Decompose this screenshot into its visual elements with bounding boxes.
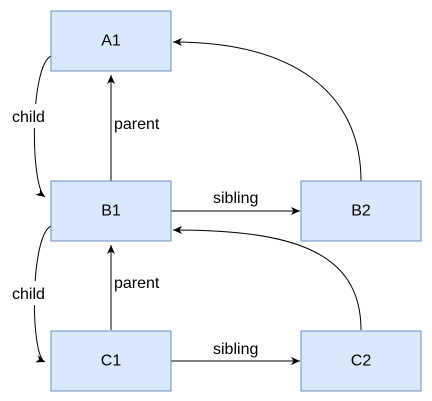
node-b2-label: B2 — [351, 203, 371, 220]
edge-label-child-b1-c1: child — [12, 286, 45, 303]
node-a1-label: A1 — [101, 33, 121, 50]
node-c1-box — [50, 330, 172, 392]
node-b1[interactable]: B1 — [50, 180, 172, 242]
child-label-bg-1 — [8, 104, 56, 128]
edge-label-child-a1-b1: child — [12, 109, 45, 126]
node-b1-box — [50, 180, 172, 242]
node-a1[interactable]: A1 — [50, 10, 172, 72]
node-c1[interactable]: C1 — [50, 330, 172, 392]
edge-label-parent-c1-b1: parent — [114, 275, 160, 292]
edge-label-sibling-c1-c2: sibling — [213, 341, 258, 358]
child-label-bg-2 — [8, 281, 56, 305]
node-c2[interactable]: C2 — [300, 330, 422, 392]
node-b1-label: B1 — [101, 203, 121, 220]
edge-label-sibling-b1-b2: sibling — [213, 190, 258, 207]
node-c2-box — [300, 330, 422, 392]
node-c2-label: C2 — [351, 353, 372, 370]
edge-label-parent-b1-a1: parent — [114, 116, 160, 133]
node-b2-box — [300, 180, 422, 242]
edge-labels: child parent sibling child parent siblin… — [8, 104, 258, 358]
edge-b2-a1 — [172, 38, 362, 182]
edge-c2-b1 — [172, 226, 362, 331]
node-a1-box — [50, 10, 172, 72]
node-b2[interactable]: B2 — [300, 180, 422, 242]
node-c1-label: C1 — [101, 353, 122, 370]
